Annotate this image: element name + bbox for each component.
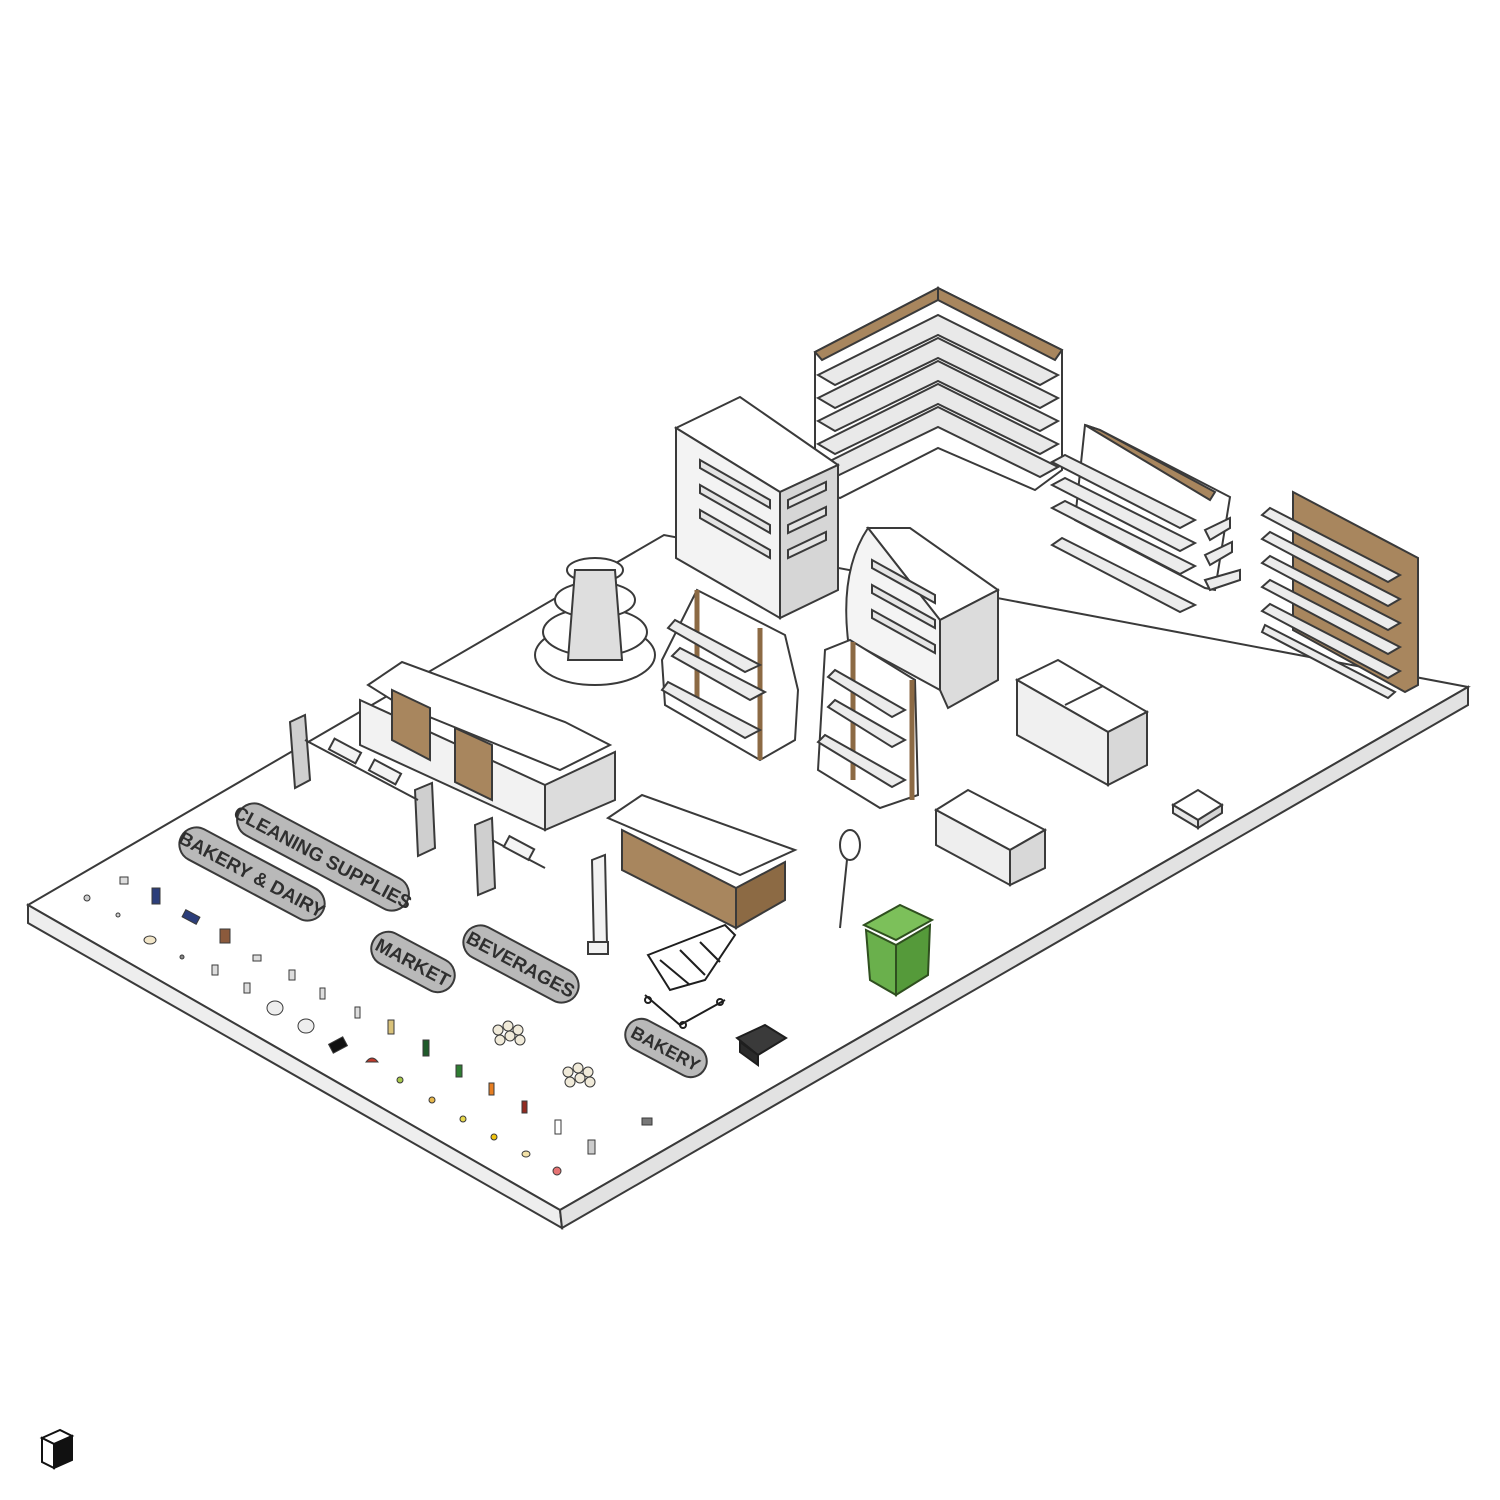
curved-pastry-display (845, 526, 1000, 710)
refrigerated-display-case (673, 395, 841, 620)
shopping-basket (735, 1023, 788, 1067)
small-products (83, 876, 653, 1176)
wooden-bread-rack-1 (660, 588, 800, 762)
checkout-counter-main (359, 660, 616, 832)
corner-gondola-shelf (813, 286, 1064, 500)
chest-freezer (1014, 658, 1150, 787)
basket-bin (1171, 788, 1224, 830)
shopping-cart (644, 923, 737, 1029)
convex-mirror (839, 829, 861, 929)
wall-shelving-unit (1260, 490, 1419, 700)
eas-antenna (587, 853, 609, 955)
security-gate-left (288, 713, 437, 858)
double-sided-gondola (1049, 423, 1241, 614)
security-gate-right (473, 816, 546, 897)
green-waste-bin (861, 903, 935, 997)
paper-roll-packs (492, 1020, 596, 1088)
tiered-round-display (534, 557, 656, 686)
service-counter (605, 793, 798, 930)
produce-table (934, 788, 1048, 887)
cube-logo-icon (39, 1428, 75, 1470)
wooden-bread-rack-2 (816, 638, 920, 810)
